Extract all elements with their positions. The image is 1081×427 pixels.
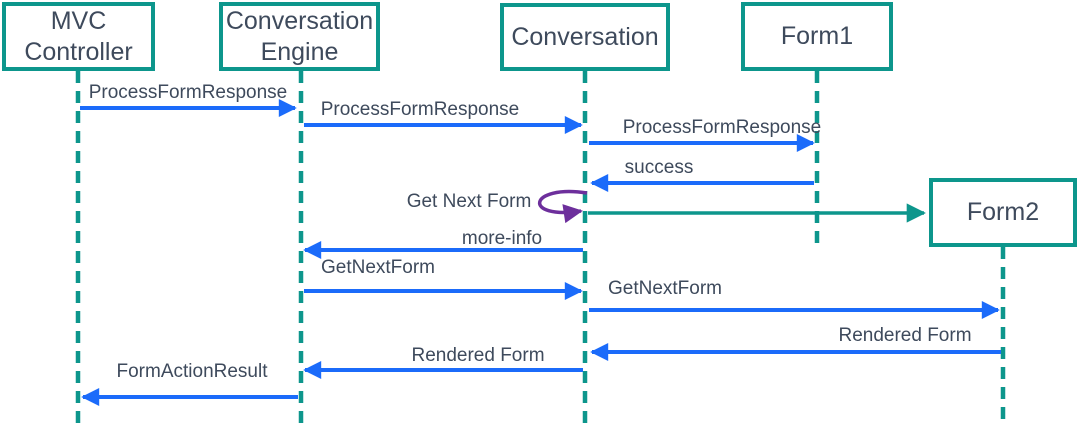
actor-box-conversation: Conversation <box>500 3 670 71</box>
actor-label-mvc-controller: MVC Controller <box>24 7 133 66</box>
message-label-5: Get Next Form <box>406 191 532 212</box>
self-call-arrow-5 <box>537 189 588 224</box>
message-label-9: GetNextForm <box>607 278 723 299</box>
actor-label-form2: Form2 <box>966 198 1040 227</box>
message-label-4: success <box>624 157 694 178</box>
message-label-8: GetNextForm <box>320 257 436 278</box>
actor-box-form2: Form2 <box>929 178 1077 247</box>
actor-box-form1: Form1 <box>741 2 893 71</box>
message-label-3: ProcessFormResponse <box>622 117 822 138</box>
message-label-10: Rendered Form <box>838 325 972 346</box>
actor-label-conversation-engine: Conversation Engine <box>225 7 374 66</box>
message-label-1: ProcessFormResponse <box>88 82 288 103</box>
message-label-12: FormActionResult <box>116 361 268 382</box>
actor-label-conversation: Conversation <box>511 22 659 51</box>
message-label-7: more-info <box>461 228 543 249</box>
message-label-11: Rendered Form <box>411 345 545 366</box>
actor-box-conversation-engine: Conversation Engine <box>219 2 380 71</box>
message-label-2: ProcessFormResponse <box>320 99 520 120</box>
actor-label-form1: Form1 <box>780 22 854 51</box>
actor-box-mvc-controller: MVC Controller <box>2 2 155 71</box>
